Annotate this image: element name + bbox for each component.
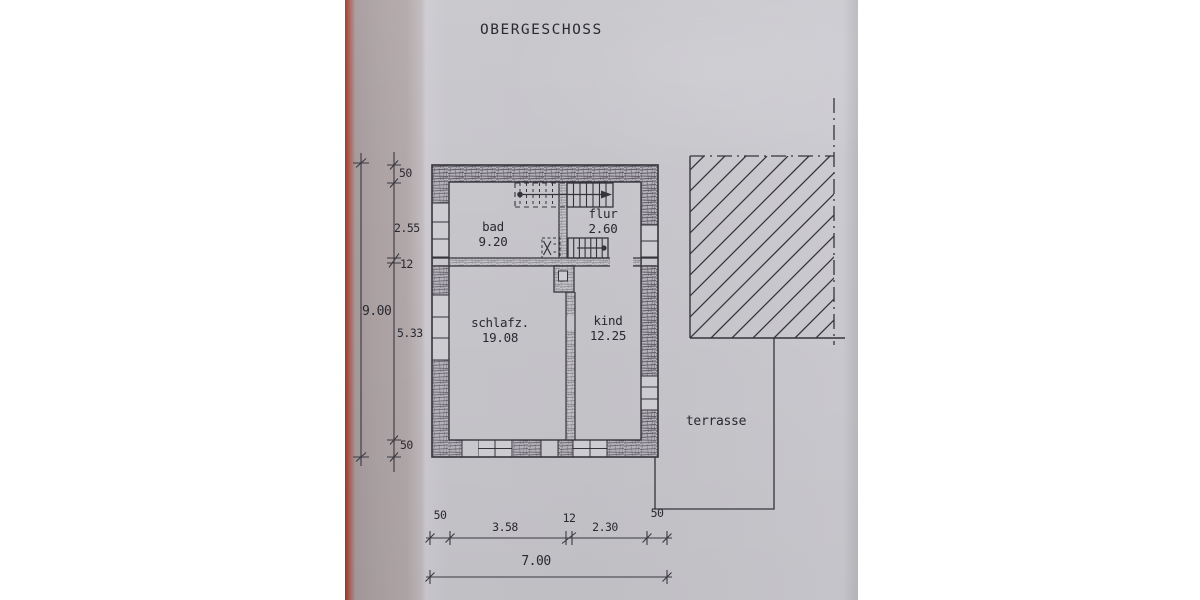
interior-walls <box>432 182 658 440</box>
stair-lower <box>567 237 609 259</box>
room-name-flur: flur <box>588 206 618 221</box>
dimension-lines-bottom <box>425 531 672 584</box>
room-area-kind: 12.25 <box>589 328 627 343</box>
room-area-schlafz: 19.08 <box>481 330 519 345</box>
windows <box>431 202 659 458</box>
dim-bottom-seg4: 2.30 <box>592 520 618 534</box>
room-name-kind: kind <box>593 313 623 328</box>
dimension-lines-left <box>353 152 401 472</box>
room-label-schlafz: schlafz. 19.08 <box>471 315 529 345</box>
stair-direction-arrow <box>517 190 612 199</box>
paper-sheet <box>345 0 858 600</box>
dim-left-total: 9.00 <box>362 304 392 319</box>
room-area-bad: 9.20 <box>478 234 508 249</box>
dim-bottom-total: 7.00 <box>521 554 551 569</box>
dim-bottom-seg2: 3.58 <box>492 520 518 534</box>
dim-bottom-seg1: 50 <box>433 508 447 522</box>
room-name-bad: bad <box>482 219 504 234</box>
roof-hatch-area <box>689 98 845 345</box>
dim-left-seg1: 50 <box>399 166 412 180</box>
dim-bottom-seg5: 50 <box>650 506 664 520</box>
terrace-outline <box>654 338 775 510</box>
dim-left-seg4: 5.33 <box>397 326 423 340</box>
duct-shaft-dashed <box>541 237 561 259</box>
wall-outlines <box>431 164 659 458</box>
chimney <box>553 265 575 293</box>
dim-left-seg5: 50 <box>400 438 413 452</box>
dim-left-seg3: 12 <box>400 257 413 271</box>
room-label-bad: bad 9.20 <box>479 219 508 249</box>
dim-left-seg2: 2.55 <box>394 221 420 235</box>
dim-bottom-seg3: 12 <box>562 511 576 525</box>
room-label-flur: flur 2.60 <box>589 206 618 236</box>
room-label-kind: kind 12.25 <box>590 313 626 343</box>
room-name-schlafz: schlafz. <box>471 315 529 330</box>
room-label-terrasse: terrasse <box>685 414 747 429</box>
page-title: OBERGESCHOSS <box>480 22 603 38</box>
roof-boundary <box>689 98 845 345</box>
room-area-flur: 2.60 <box>588 221 618 236</box>
building-walls <box>432 165 658 457</box>
